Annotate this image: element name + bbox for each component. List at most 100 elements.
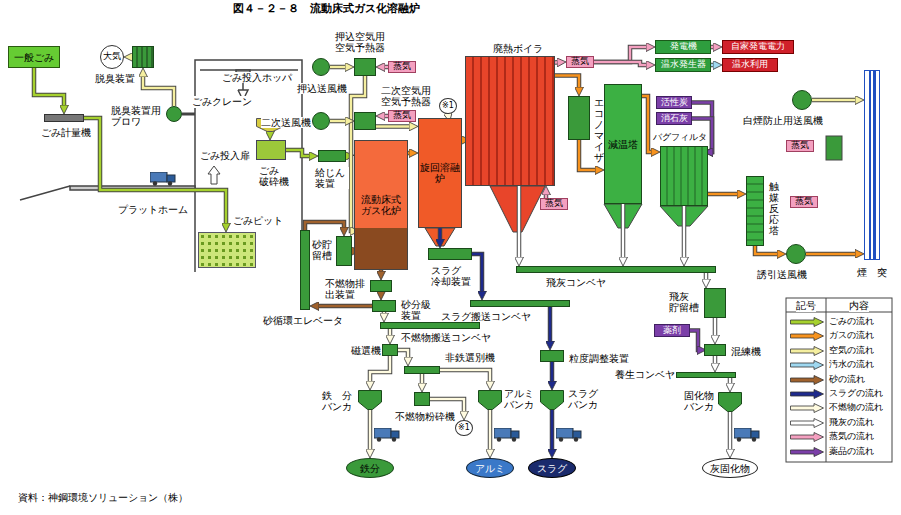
legend-text: ごみの流れ [829,316,874,326]
flow-outline [621,204,626,259]
blower-circle: 脱臭装置用 ブロワ [166,106,182,122]
flow-connector [370,410,371,451]
hopper-shape: 固化物 バンカ [718,392,742,412]
legend-arrow [791,433,824,442]
flow-connector [440,228,441,241]
flow-line [692,103,712,153]
flow-outline [690,331,699,351]
flow-outline [594,62,648,65]
flow-connector [642,96,653,152]
equipment-label: ごみピット [233,215,283,226]
equipment-box: 不燃物排 出装置 [370,280,392,292]
equipment-box: 蒸気 [540,198,568,210]
legend-frame-part [786,298,892,462]
hopper-outline [358,390,382,410]
legend-arrow [791,318,824,327]
flow-connector [462,140,463,141]
flow-line [330,120,347,123]
equipment-box: 砂循環エレベータ [300,230,310,310]
flow-line [447,114,450,115]
equipment-label: 二次空気用 空気予熱器 [381,85,435,107]
equipment-label: バグフィルタ [653,133,707,143]
equipment-box: 蒸気 [388,110,416,122]
flow-line [729,378,732,385]
flow-connector [715,318,716,337]
equipment-box: 給じん 装置 [318,150,346,162]
equipment-box: 混練機 [704,344,726,356]
flow-outline [379,270,384,273]
blower-circle: 大気 [100,45,124,69]
flow-line [622,204,625,259]
node-text: 蒸気 [795,197,813,207]
flow-outline [812,98,857,103]
flow-outline [34,68,64,107]
flow-outline [711,45,715,50]
flow-line [330,66,347,69]
flow-outline [440,370,490,383]
flow-line [440,370,490,383]
legend-swatch [790,447,824,457]
equipment-box: 砂分級 装置 [372,300,396,312]
flow-connector [352,251,353,252]
hopper-outline [718,392,742,412]
legend-text: ガスの流れ [829,330,874,340]
flow-line [84,118,226,225]
equipment-box: 活性炭 [656,96,692,109]
equipment-label: ごみ計量機 [41,127,91,138]
flow-outline [708,192,739,197]
flow-line [305,222,344,230]
flow-line [708,193,739,196]
hopper-shape: アルミ バンカ [478,390,502,410]
legend-arrow [791,332,824,341]
truck-icons-part [374,428,399,442]
node-text: スラグ [537,463,567,474]
flow-line [729,412,732,451]
flow-outline [517,186,522,259]
equipment-label: スラグ バンカ [568,388,602,410]
flow-line [317,305,372,308]
flow-connector [408,153,411,154]
equipment-box: 発電機 [655,40,711,54]
building [182,60,302,272]
legend-text: 薬品の流れ [829,446,874,456]
node-text: 流動床式 ガス化炉 [355,194,407,216]
equipment-label: ごみ 破砕機 [259,165,293,187]
product-oval: スラグ [528,458,576,478]
equipment-box: 飛灰 貯留槽 [704,288,726,318]
flow-outline [330,65,347,70]
flow-connector [806,253,857,254]
equipment-label: 押込空気用 空気予熱器 [335,31,389,53]
building-part [195,60,302,272]
flow-line [551,362,554,383]
flow-outline [398,350,408,359]
flow-line [714,318,717,337]
equipment-box: 蒸気 [790,196,818,208]
equipment-box: 不燃物搬送コンベヤ [380,322,480,329]
flow-connector [286,150,311,156]
equipment-label: 固化物 バンカ [684,390,718,412]
equipment-label: 混練機 [731,346,761,357]
flow-connector [730,412,731,451]
equipment-box: 蒸気 [566,56,594,68]
equipment-label: 白煙防止用送風機 [743,115,823,126]
equipment-label: 煙 突 [857,267,887,278]
equipment-box: 砂貯 留槽 [336,236,352,266]
equipment-label: 押込送風機 [297,83,347,94]
legend-header: 内容 [849,300,869,312]
legend-swatch [790,331,824,341]
flow-connector [812,100,857,101]
flow-line [555,61,559,64]
flow-outline [382,312,387,315]
flow-outline [305,222,344,230]
hopper-body [719,393,742,412]
flow-line [518,186,521,259]
legend-header: 記号 [796,300,816,312]
flow-connector [270,132,271,133]
blower-circle: ※1 [439,98,457,114]
legend-swatch [790,389,824,399]
flow-connector [143,75,174,106]
flow-outline [728,378,733,385]
equipment-box: 煙 突 [864,70,880,260]
source-caption: 資料：神鋼環境ソリューション（株） [18,492,188,504]
flow-connector [755,246,779,254]
